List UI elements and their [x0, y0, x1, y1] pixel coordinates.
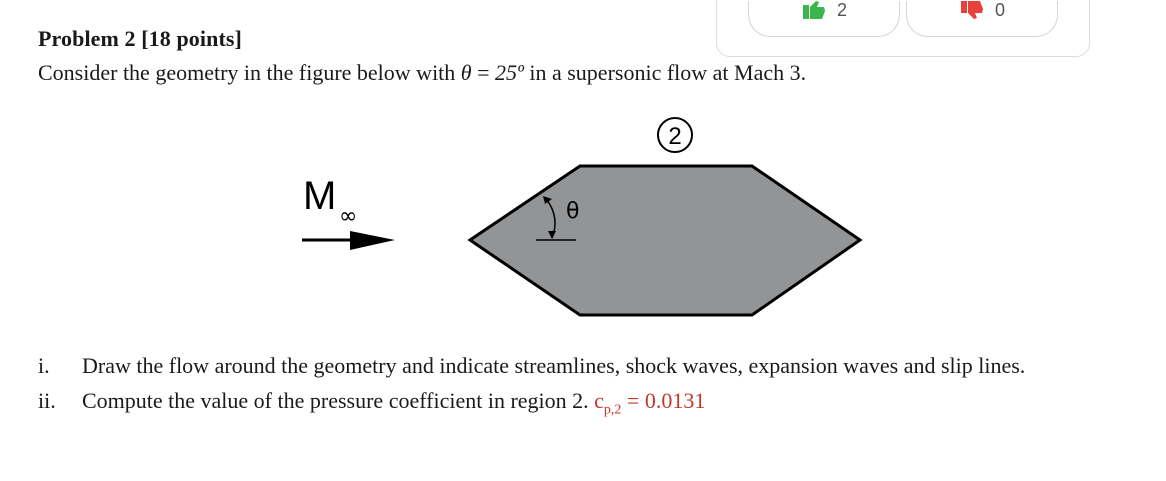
- question-item: ii. Compute the value of the pressure co…: [38, 387, 1118, 423]
- problem-title: Problem 2 [18 points]: [38, 26, 242, 51]
- upvote-count: 2: [836, 0, 847, 20]
- angle-arrowhead-top: [543, 196, 552, 204]
- region-marker-label: 2: [668, 123, 681, 150]
- intro-text-before: Consider the geometry in the figure belo…: [38, 60, 461, 85]
- answer-symbol: c: [594, 388, 604, 413]
- hexagon-body: [467, 164, 863, 317]
- downvote-button[interactable]: 0: [906, 0, 1058, 37]
- downvote-count: 0: [994, 0, 1005, 20]
- thumbs-down-icon: [959, 1, 985, 32]
- problem-intro: Consider the geometry in the figure belo…: [38, 60, 806, 86]
- vote-card: 2 0: [716, 0, 1090, 57]
- angle-label: θ: [566, 199, 579, 224]
- theta-value: 25º: [495, 60, 524, 85]
- intro-equals: =: [471, 60, 496, 85]
- answer-value: cp,2 = 0.0131: [594, 388, 706, 417]
- thumbs-up-icon: [801, 1, 827, 32]
- angle-arrowhead-bottom: [548, 231, 556, 239]
- mach-symbol: M: [303, 174, 336, 218]
- theta-symbol: θ: [460, 60, 472, 85]
- freestream-arrow-head: [350, 231, 395, 250]
- question-item: i. Draw the flow around the geometry and…: [38, 352, 1118, 379]
- question-text: Compute the value of the pressure coeffi…: [82, 388, 595, 413]
- region-marker-circle: [657, 117, 693, 153]
- question-number: i.: [38, 353, 50, 378]
- question-number: ii.: [38, 388, 56, 413]
- intro-text-after: in a supersonic flow at Mach 3.: [523, 60, 807, 85]
- question-text: Draw the flow around the geometry and in…: [82, 353, 1026, 378]
- mach-subscript: ∞: [339, 204, 357, 229]
- answer-number: = 0.0131: [621, 388, 706, 413]
- upvote-button[interactable]: 2: [748, 0, 900, 37]
- answer-subscript: p,2: [603, 402, 622, 418]
- question-text-with-answer: Compute the value of the pressure coeffi…: [82, 387, 1118, 423]
- question-list: i. Draw the flow around the geometry and…: [38, 352, 1118, 423]
